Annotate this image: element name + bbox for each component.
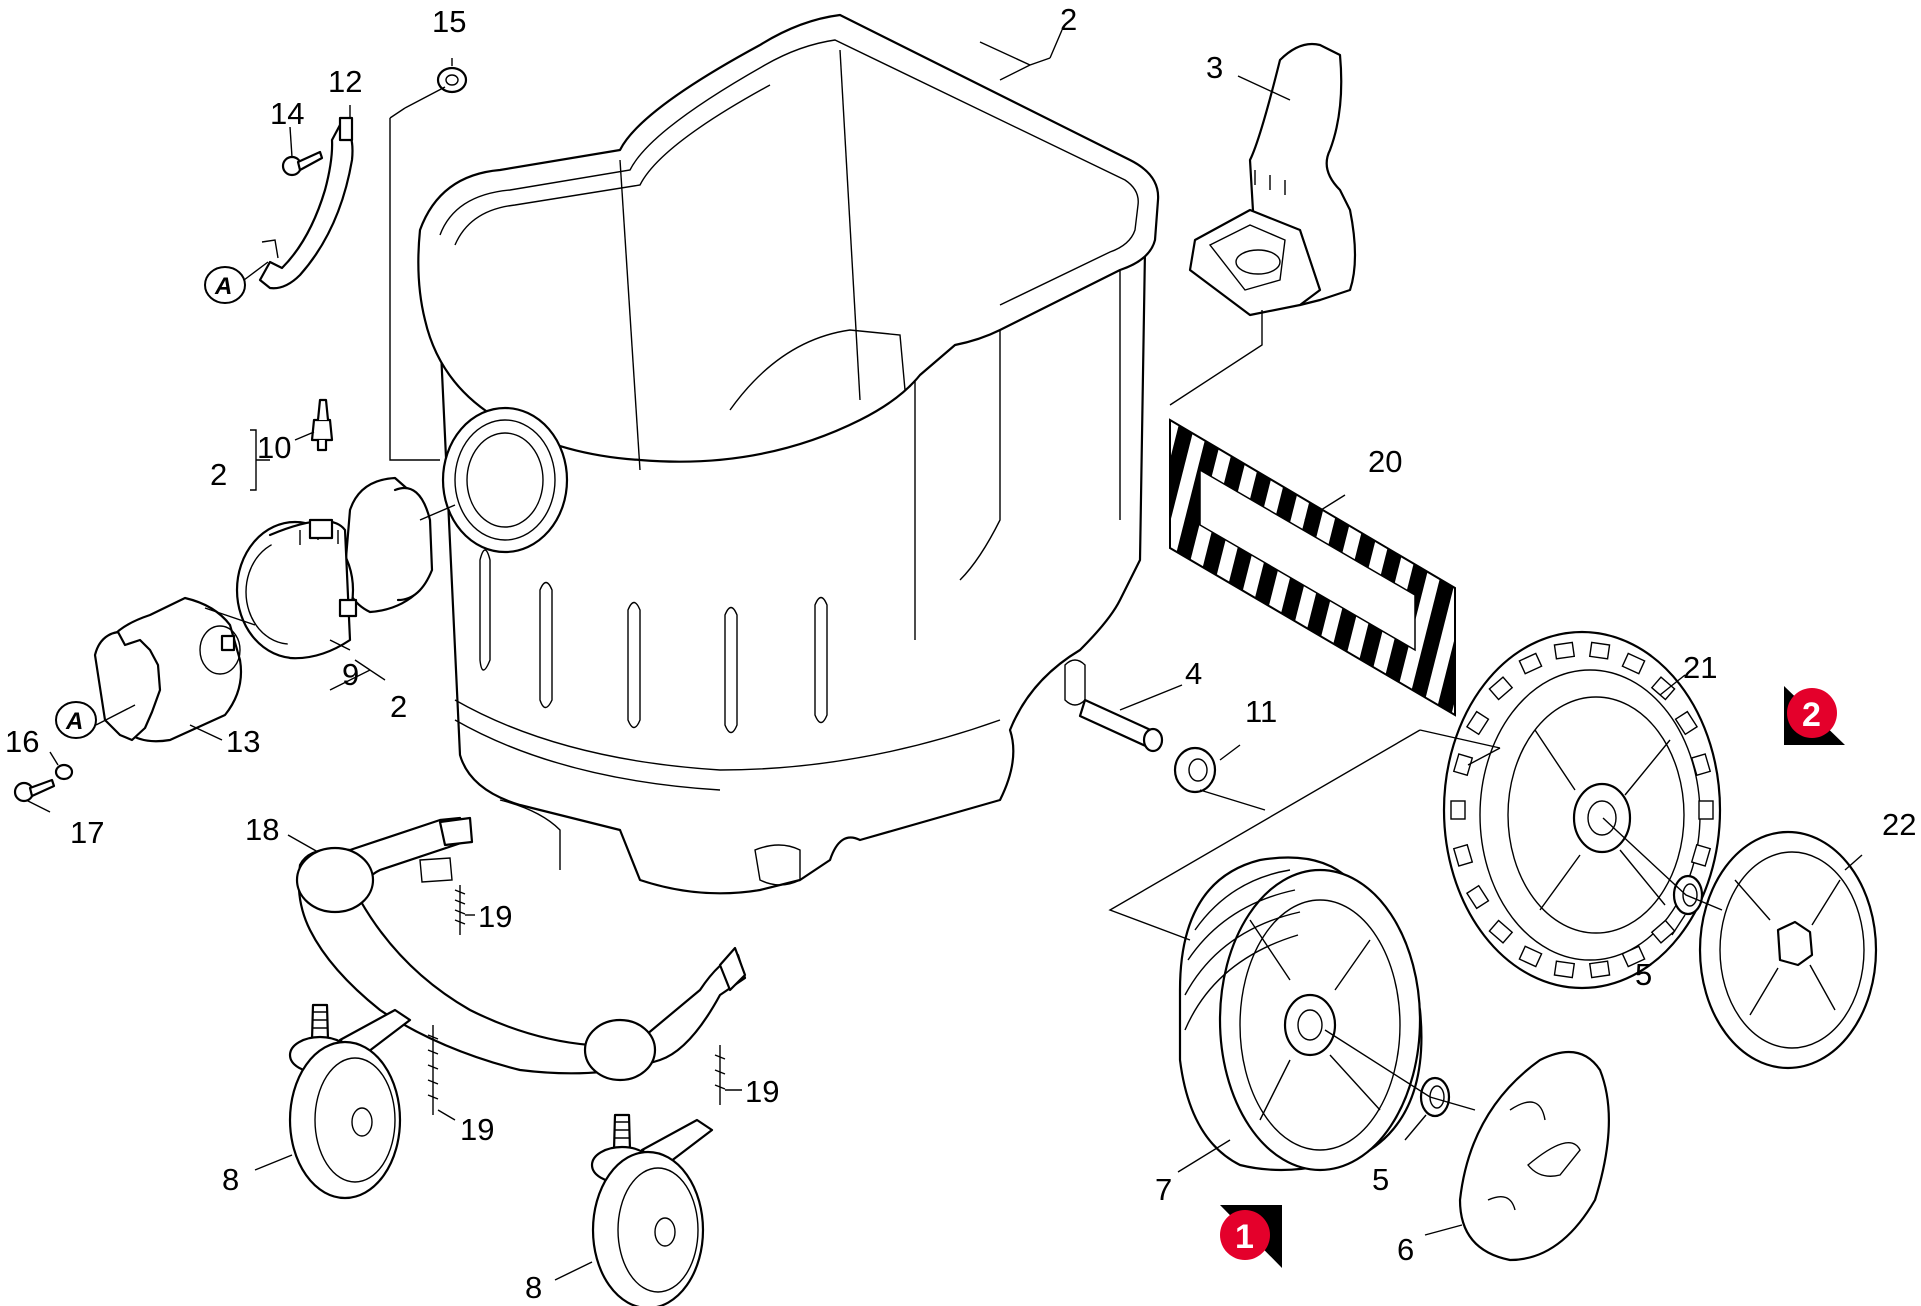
ref-marker-a-1: A: [204, 266, 246, 304]
tire-tread-block: [1488, 919, 1514, 944]
part-22-hub-cap: [1698, 830, 1878, 1070]
tire-tread-block: [1698, 800, 1714, 820]
tire-tread-block: [1690, 843, 1712, 867]
part-21-wheel: [1442, 630, 1722, 990]
part-16-washer: [54, 763, 74, 781]
part-17-screw: [13, 778, 56, 803]
part-13-ring-nut: [93, 596, 243, 743]
part-14-screw: [281, 150, 324, 177]
label-13: 13: [226, 724, 260, 759]
svg-text:2: 2: [1802, 696, 1821, 734]
label-7: 7: [1155, 1172, 1172, 1207]
tire-tread-block: [1588, 641, 1611, 660]
hazard-stripe: [1170, 420, 1196, 715]
svg-text:1: 1: [1235, 1218, 1254, 1256]
variant-badge-2: 2: [1784, 686, 1845, 745]
label-19-c: 19: [745, 1074, 779, 1109]
svg-text:A: A: [214, 273, 232, 300]
part-6-hub-cap: [1458, 1050, 1610, 1262]
label-20: 20: [1368, 444, 1402, 479]
tire-tread-block: [1553, 641, 1576, 660]
tire-tread-block: [1518, 652, 1543, 675]
tire-tread-block: [1553, 960, 1576, 979]
label-4: 4: [1185, 656, 1202, 691]
tire-tread-block: [1518, 945, 1543, 968]
label-5-b: 5: [1372, 1162, 1389, 1197]
tank: [417, 13, 1160, 895]
label-5-a: 5: [1635, 957, 1652, 992]
label-22: 22: [1882, 807, 1916, 842]
ref-marker-a-2: A: [55, 701, 97, 739]
label-6: 6: [1397, 1232, 1414, 1267]
part-4-axle: [1078, 698, 1164, 753]
tire-tread-block: [1621, 945, 1646, 968]
label-19-b: 19: [460, 1112, 494, 1147]
part-3-bracket: [1188, 42, 1357, 317]
label-2-left: 2: [210, 457, 227, 492]
part-5-circlip-2: [1419, 1076, 1451, 1118]
tire-tread-block: [1465, 710, 1490, 736]
label-8-b: 8: [525, 1270, 542, 1305]
tire-tread-block: [1488, 676, 1514, 701]
tire-tread-block: [1690, 753, 1712, 777]
hazard-stripe: [1704, 420, 1796, 720]
leader-lines: [25, 29, 1863, 1281]
label-14: 14: [270, 96, 304, 131]
callout-labels: 2 3 15 12 14 10 2 9 2 13 16 17 18 19 19 …: [5, 2, 1916, 1305]
label-12: 12: [328, 64, 362, 99]
label-9: 9: [342, 657, 359, 692]
tire-tread-block: [1674, 710, 1699, 736]
tire-tread-block: [1452, 753, 1474, 777]
tire-tread-block: [1588, 960, 1611, 979]
part-5-circlip-1: [1672, 874, 1704, 916]
label-17: 17: [70, 815, 104, 850]
part-9-connector: [235, 476, 434, 660]
label-18: 18: [245, 812, 279, 847]
label-10: 10: [257, 430, 291, 465]
part-19-screws: [427, 885, 726, 1115]
tire-tread-block: [1621, 652, 1646, 675]
part-8-caster-1: [288, 1003, 412, 1200]
part-11-spacer: [1173, 746, 1217, 794]
label-11: 11: [1245, 694, 1277, 729]
tire-tread-block: [1650, 919, 1676, 944]
label-15: 15: [432, 4, 466, 39]
label-2-top: 2: [1060, 2, 1077, 37]
part-8-caster-2: [590, 1113, 714, 1306]
svg-text:A: A: [65, 708, 83, 735]
label-3: 3: [1206, 50, 1223, 85]
tire-tread-block: [1650, 676, 1676, 701]
part-12-clip: [258, 116, 354, 290]
label-16: 16: [5, 724, 39, 759]
label-21: 21: [1683, 650, 1717, 685]
tire-tread-block: [1452, 843, 1474, 867]
label-2-lower: 2: [390, 689, 407, 724]
label-19-a: 19: [478, 899, 512, 934]
part-15-nut: [436, 66, 468, 94]
part-7-wheel: [1178, 856, 1423, 1172]
part-10-pin: [310, 398, 334, 452]
label-8-a: 8: [222, 1162, 239, 1197]
variant-badge-1: 1: [1220, 1205, 1282, 1268]
tire-tread-block: [1450, 800, 1466, 820]
part-18-frame: [295, 816, 747, 1082]
tire-tread-block: [1465, 884, 1490, 910]
